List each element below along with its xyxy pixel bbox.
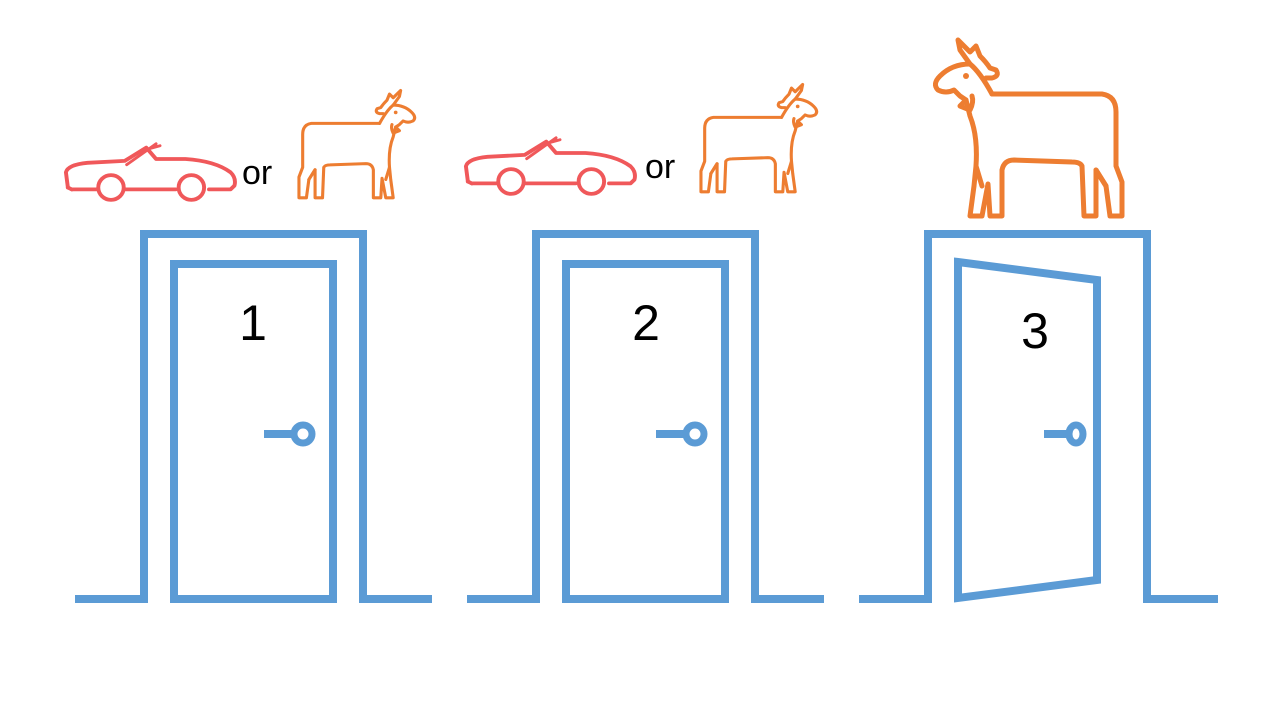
doorknob-icon: [264, 421, 316, 447]
door-1[interactable]: [170, 260, 337, 603]
or-label: or: [645, 148, 675, 186]
door-3-group: 3: [859, 40, 1218, 603]
or-label: or: [242, 154, 272, 192]
doorknob-icon: [1044, 421, 1087, 447]
door-frame: [467, 230, 824, 603]
door-2-group: or 2: [463, 82, 824, 603]
goat-icon: [699, 82, 819, 194]
door-frame: [75, 230, 432, 603]
goat-icon: [935, 40, 1122, 216]
car-icon: [63, 141, 237, 202]
doorknob-icon: [656, 421, 708, 447]
goat-icon: [297, 88, 417, 200]
door-number: 2: [632, 295, 660, 351]
car-icon: [463, 135, 637, 196]
door-number: 1: [239, 295, 267, 351]
door-3[interactable]: [954, 257, 1101, 603]
door-1-group: or 1: [63, 88, 432, 603]
door-2[interactable]: [562, 260, 729, 603]
door-frame: [859, 230, 1218, 603]
door-number: 3: [1021, 303, 1049, 359]
